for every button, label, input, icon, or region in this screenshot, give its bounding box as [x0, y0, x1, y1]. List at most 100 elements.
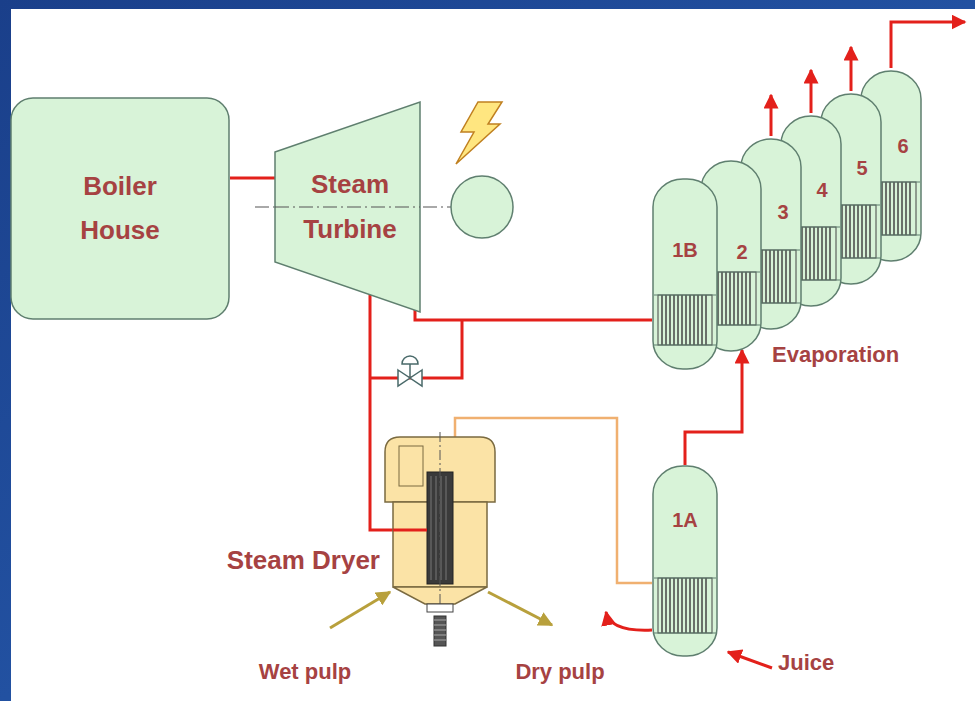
tube-line [901, 182, 903, 235]
tube-line [693, 295, 695, 345]
tube-line [701, 578, 703, 633]
tube-line [897, 182, 899, 235]
effect-number: 4 [807, 178, 837, 202]
tube-line [681, 578, 683, 633]
vessel-outline [653, 466, 717, 656]
tube-line [737, 272, 739, 325]
motor-fins [434, 620, 446, 640]
turbine-outline [275, 102, 420, 312]
tube-line [757, 250, 759, 303]
tube-bundle [826, 205, 876, 258]
effect-number: 1A [668, 508, 702, 532]
drive-motor [434, 616, 446, 646]
tube-line [781, 250, 783, 303]
evaporator-vessel-outline [652, 465, 718, 657]
wet-pulp-arrow [330, 592, 390, 628]
tube-line [873, 182, 875, 235]
steam-pipe [230, 177, 275, 180]
tube-line [805, 227, 807, 280]
tube-line [777, 250, 779, 303]
tube-line [685, 578, 687, 633]
tube-sheet [702, 324, 760, 325]
tube-line [689, 295, 691, 345]
motor-fin [434, 640, 446, 641]
tube-sheet [822, 257, 880, 258]
discharge-valve [427, 604, 453, 612]
tube-line [761, 250, 763, 303]
tube-line [717, 272, 719, 325]
valve-stem [409, 364, 411, 378]
tube-line [865, 205, 867, 258]
tube-line [701, 295, 703, 345]
tube-line [765, 250, 767, 303]
bypass-pipe [370, 320, 462, 378]
tube-line [661, 295, 663, 345]
shaft-line [275, 206, 420, 207]
juice-arrow [728, 652, 772, 668]
tube-line [785, 250, 787, 303]
tube-lines [870, 182, 910, 235]
vapour-arrow [850, 47, 853, 91]
tube-line [837, 205, 839, 258]
tube-line [869, 182, 871, 235]
tube-line [809, 227, 811, 280]
vessel-outline [861, 71, 921, 261]
tube-line [709, 272, 711, 325]
stream-label: Wet pulp [259, 659, 351, 685]
tube-line [685, 295, 687, 345]
tube-sheet [654, 344, 716, 345]
evaporator-vessel: 1B [652, 178, 718, 370]
tube-lines [750, 250, 790, 303]
tube-sheet [862, 181, 920, 182]
section-label-holder: Evaporation [772, 342, 899, 368]
tube-sheet [782, 279, 840, 280]
tube-sheet [782, 226, 840, 227]
tube-line [673, 295, 675, 345]
boiler-box-outline [10, 97, 230, 320]
tube-bundle [786, 227, 836, 280]
tube-line [713, 272, 715, 325]
rotor-line [431, 476, 432, 580]
vessel-outline [701, 161, 761, 351]
tube-line [829, 205, 831, 258]
steam-dryer: Steam Dryer [385, 432, 495, 667]
tube-bundle [866, 182, 916, 235]
dry-pulp-arrow [488, 592, 552, 625]
vapour-arrow [770, 95, 773, 136]
tube-line [881, 182, 883, 235]
tube-bundle [746, 250, 796, 303]
tube-line [909, 182, 911, 235]
tube-line [705, 578, 707, 633]
tube-line [741, 272, 743, 325]
tube-line [705, 295, 707, 345]
tube-line [825, 227, 827, 280]
tube-sheet [654, 632, 716, 633]
tube-bundle [658, 578, 712, 633]
steam-pipe [415, 310, 652, 320]
tube-line [857, 205, 859, 258]
rotor-line [436, 476, 437, 580]
stream-label-holder: Dry pulp [515, 659, 604, 685]
tube-line [745, 272, 747, 325]
vessel-outline [653, 179, 717, 369]
tube-line [849, 205, 851, 258]
turbine-shape: Steam Turbine [275, 102, 420, 312]
tube-line [821, 227, 823, 280]
motor-fin [434, 635, 446, 636]
tube-line [721, 272, 723, 325]
effect-number: 5 [847, 156, 877, 180]
tube-line [817, 227, 819, 280]
vessel-outline [741, 139, 801, 329]
tube-sheet [654, 294, 716, 295]
equipment-name: Boiler House [55, 164, 185, 252]
valve-symbol [398, 356, 422, 386]
rotor-line [441, 476, 442, 580]
equipment-label: Steam Dryer [200, 545, 380, 575]
tube-line [833, 205, 835, 258]
tube-line [749, 250, 751, 303]
tube-line [697, 578, 699, 633]
generator-symbol [451, 176, 513, 238]
tube-line [729, 272, 731, 325]
